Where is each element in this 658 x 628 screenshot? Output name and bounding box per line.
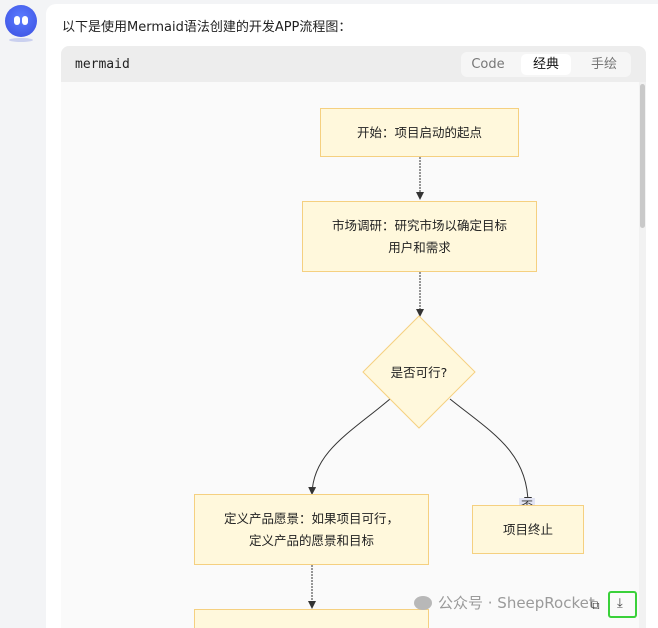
terminate-node: 项目终止 — [472, 505, 584, 554]
avatar-shadow — [9, 38, 33, 42]
language-label: mermaid — [75, 57, 130, 72]
mermaid-code-block: mermaid Code 经典 手绘 开始：项目启动的起点 市场调研：研究市场以… — [61, 46, 646, 628]
flowchart-canvas: 开始：项目启动的起点 市场调研：研究市场以确定目标 用户和需求 是否可行? 是 … — [61, 82, 646, 628]
tab-classic[interactable]: 经典 — [521, 54, 571, 75]
terminate-node-label: 项目终止 — [502, 521, 553, 537]
download-icon: ⤓ — [617, 596, 623, 611]
tab-hand-drawn[interactable]: 手绘 — [590, 57, 617, 72]
research-node-line2: 用户和需求 — [388, 239, 451, 255]
watermark-text: 公众号 · SheepRocket — [438, 594, 595, 612]
research-node: 市场调研：研究市场以确定目标 用户和需求 — [302, 201, 537, 272]
wechat-icon — [414, 596, 432, 610]
vision-node-line1: 定义产品愿景：如果项目可行， — [223, 510, 399, 526]
start-node-label: 开始：项目启动的起点 — [356, 124, 482, 140]
view-mode-switch: Code 经典 手绘 — [461, 52, 631, 77]
code-block-header: mermaid Code 经典 手绘 — [61, 46, 646, 82]
decision-label: 是否可行? — [390, 365, 448, 380]
start-node: 开始：项目启动的起点 — [320, 108, 519, 157]
copy-icon[interactable]: ⧉ — [591, 598, 600, 612]
intro-text: 以下是使用Mermaid语法创建的开发APP流程图： — [62, 20, 352, 35]
scrollbar-thumb[interactable] — [640, 84, 645, 228]
robot-avatar-icon — [5, 5, 37, 37]
research-node-line1: 市场调研：研究市场以确定目标 — [331, 217, 507, 233]
download-button[interactable]: ⤓ — [608, 591, 637, 618]
vertical-scrollbar[interactable] — [639, 82, 646, 628]
edge-decision-yes — [308, 398, 391, 495]
tab-code[interactable]: Code — [471, 57, 505, 72]
vision-node: 定义产品愿景：如果项目可行， 定义产品的愿景和目标 — [194, 494, 429, 565]
avatar-eye-right — [22, 16, 28, 25]
edge-decision-no — [449, 398, 532, 505]
vision-node-line2: 定义产品的愿景和目标 — [248, 532, 374, 548]
decision-diamond — [362, 315, 476, 429]
flowchart-edges — [308, 157, 532, 609]
watermark: 公众号 · SheepRocket — [414, 592, 595, 613]
avatar-eye-left — [14, 16, 20, 25]
next-node-partial — [194, 609, 429, 628]
